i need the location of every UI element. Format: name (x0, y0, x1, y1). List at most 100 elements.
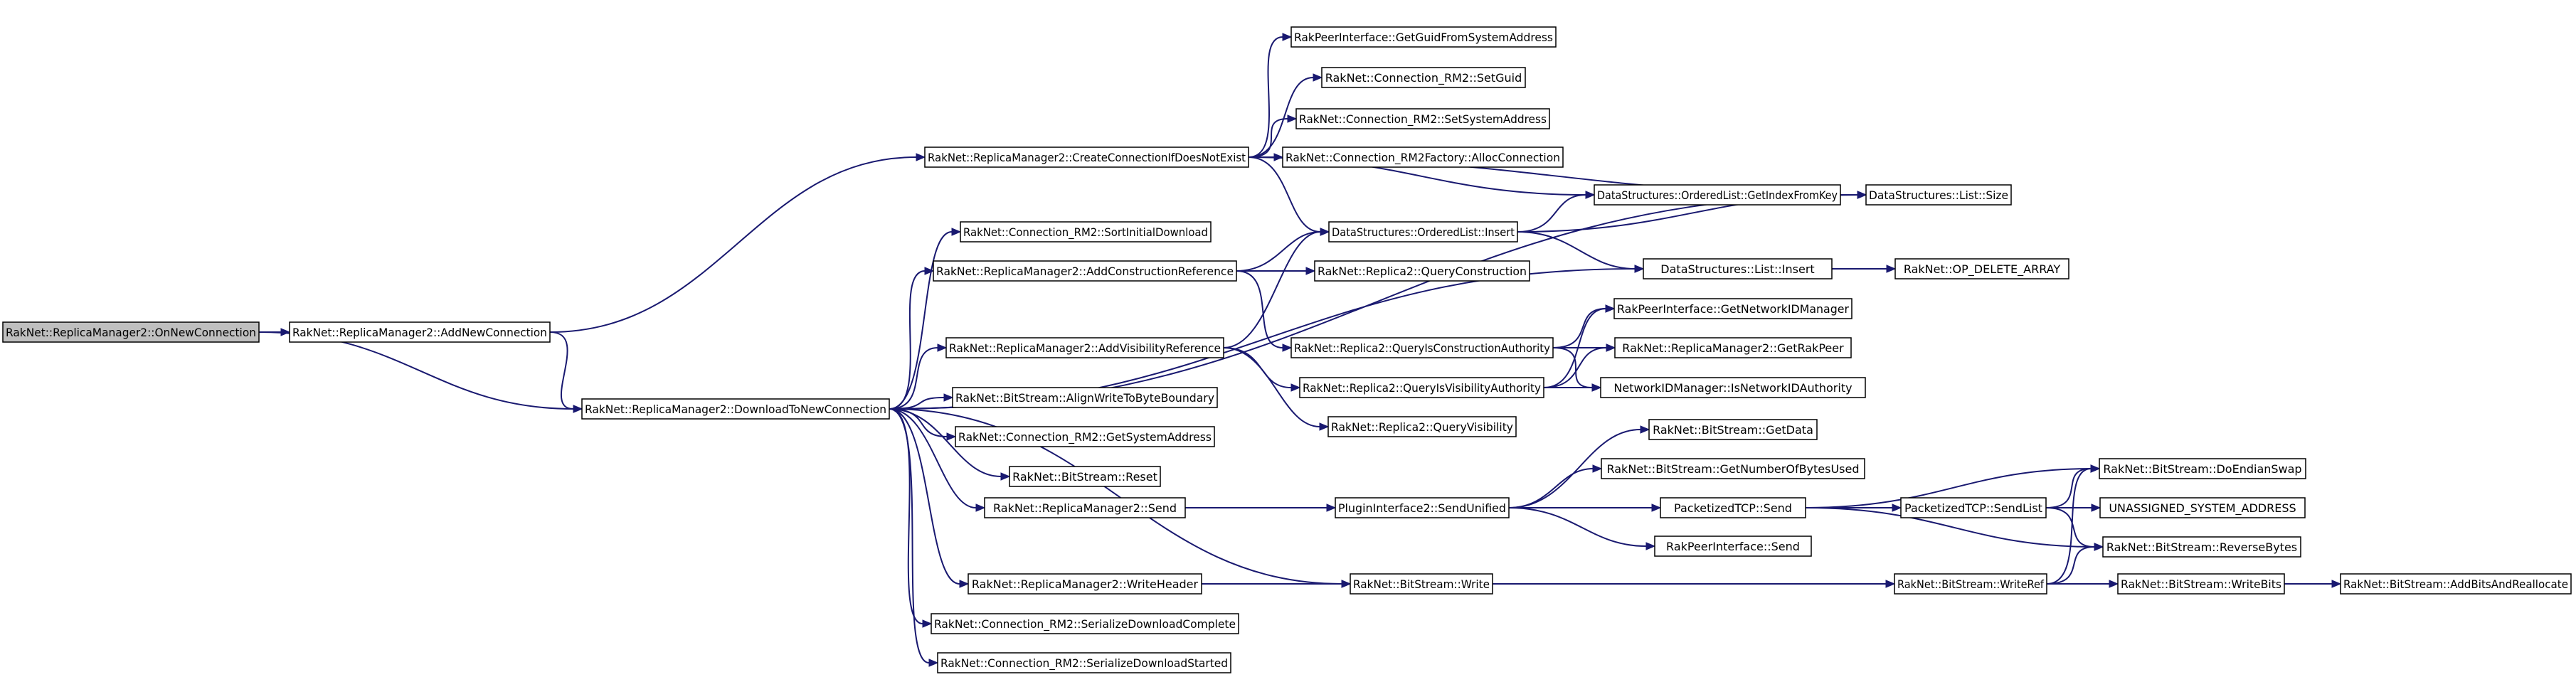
node-label: RakNet::ReplicaManager2::AddConstruction… (936, 265, 1234, 278)
node-addconstr[interactable]: RakNet::ReplicaManager2::AddConstruction… (933, 260, 1237, 282)
arrowhead (937, 343, 948, 352)
node-getnidm[interactable]: RakPeerInterface::GetNetworkIDManager (1613, 298, 1853, 319)
node-rpisend[interactable]: RakPeerInterface::Send (1654, 536, 1812, 557)
node-alloc[interactable]: RakNet::Connection_RM2Factory::AllocConn… (1282, 146, 1564, 168)
node-box (1613, 298, 1853, 319)
call-edge-create-to-setsys (1248, 118, 1288, 158)
node-getnbytes[interactable]: RakNet::BitStream::GetNumberOfBytesUsed (1601, 458, 1865, 479)
node-sortinit[interactable]: RakNet::Connection_RM2::SortInitialDownl… (960, 221, 1212, 243)
node-sdlstarted[interactable]: RakNet::Connection_RM2::SerializeDownloa… (937, 652, 1231, 673)
call-edge-dl-to-addconstr (889, 270, 926, 410)
arrowhead (1282, 343, 1293, 352)
node-label: NetworkIDManager::IsNetworkIDAuthority (1613, 381, 1852, 395)
node-setguid[interactable]: RakNet::Connection_RM2::SetGuid (1321, 67, 1526, 88)
node-sendunified[interactable]: PluginInterface2::SendUnified (1335, 497, 1510, 518)
node-olinsert[interactable]: DataStructures::OrderedList::Insert (1328, 221, 1518, 243)
node-box (1894, 258, 2069, 279)
arrowhead (951, 228, 962, 236)
node-onnew[interactable]: RakNet::ReplicaManager2::OnNewConnection (2, 321, 260, 343)
node-label: RakNet::Connection_RM2Factory::AllocConn… (1286, 151, 1560, 165)
node-rmsend[interactable]: RakNet::ReplicaManager2::Send (984, 497, 1186, 518)
node-label: RakNet::BitStream::WriteBits (2121, 577, 2281, 591)
node-getguid[interactable]: RakPeerInterface::GetGuidFromSystemAddre… (1290, 26, 1557, 48)
node-box (1614, 337, 1852, 358)
arrowhead (1640, 425, 1650, 434)
node-box (2340, 573, 2572, 595)
call-edge-sendunified-to-rpisend (1508, 507, 1647, 547)
node-bswrite[interactable]: RakNet::BitStream::Write (1350, 573, 1493, 595)
node-dl[interactable]: RakNet::ReplicaManager2::DownloadToNewCo… (581, 398, 890, 420)
node-reset[interactable]: RakNet::BitStream::Reset (1009, 466, 1161, 487)
node-label: RakNet::BitStream::Write (1353, 577, 1490, 591)
node-box (1865, 184, 2012, 206)
arrowhead (1290, 383, 1301, 392)
node-getidx[interactable]: DataStructures::OrderedList::GetIndexFro… (1594, 184, 1841, 206)
node-getdata[interactable]: RakNet::BitStream::GetData (1648, 419, 1818, 440)
node-create[interactable]: RakNet::ReplicaManager2::CreateConnectio… (924, 146, 1249, 168)
arrowhead (573, 405, 583, 413)
arrowhead (922, 619, 933, 628)
node-qvis[interactable]: RakNet::Replica2::QueryVisibility (1327, 416, 1517, 437)
node-label: RakNet::ReplicaManager2::DownloadToNewCo… (585, 403, 886, 416)
node-box (1299, 377, 1544, 398)
call-edge-olinsert-to-linsert (1517, 231, 1636, 270)
node-qiva[interactable]: RakNet::Replica2::QueryIsVisibilityAutho… (1299, 377, 1544, 398)
arrowhead (2109, 580, 2119, 588)
node-isnida[interactable]: NetworkIDManager::IsNetworkIDAuthority (1600, 377, 1866, 398)
node-align[interactable]: RakNet::BitStream::AlignWriteToByteBound… (952, 387, 1218, 408)
node-label: RakNet::ReplicaManager2::AddVisibilityRe… (949, 341, 1221, 355)
node-revbytes[interactable]: RakNet::BitStream::ReverseBytes (2102, 536, 2301, 558)
arrowhead (2094, 543, 2104, 551)
node-box (968, 573, 1202, 595)
node-label: RakNet::ReplicaManager2::WriteHeader (972, 577, 1199, 591)
arrowhead (1326, 503, 1337, 512)
node-setsys[interactable]: RakNet::Connection_RM2::SetSystemAddress (1295, 108, 1550, 129)
node-qconstr[interactable]: RakNet::Replica2::QueryConstruction (1314, 260, 1530, 282)
call-edge-addvis-to-qvis (1223, 347, 1320, 427)
node-unassigned[interactable]: UNASSIGNED_SYSTEM_ADDRESS (2099, 497, 2306, 518)
node-addbits[interactable]: RakNet::BitStream::AddBitsAndReallocate (2340, 573, 2572, 595)
arrowhead (1645, 542, 1656, 550)
node-getsysaddr[interactable]: RakNet::Connection_RM2::GetSystemAddress (955, 426, 1215, 447)
node-box (952, 387, 1218, 408)
arrowhead (1591, 383, 1602, 392)
node-label: RakNet::BitStream::AlignWriteToByteBound… (955, 391, 1214, 405)
arrowhead (1634, 265, 1645, 273)
node-label: DataStructures::List::Size (1869, 188, 2008, 202)
arrowhead (2331, 580, 2342, 588)
node-qica[interactable]: RakNet::Replica2::QueryIsConstructionAut… (1290, 337, 1554, 358)
node-endian[interactable]: RakNet::BitStream::DoEndianSwap (2099, 458, 2306, 479)
call-edge-addconstr-to-olinsert (1236, 231, 1321, 272)
node-label: RakNet::ReplicaManager2::CreateConnectio… (928, 151, 1246, 164)
node-label: RakNet::BitStream::AddBitsAndReallocate (2343, 577, 2568, 591)
node-writebits[interactable]: RakNet::BitStream::WriteBits (2117, 573, 2285, 595)
node-box (1327, 416, 1517, 437)
node-label: PacketizedTCP::Send (1674, 501, 1792, 515)
node-ptcpsend[interactable]: PacketizedTCP::Send (1660, 497, 1806, 518)
call-edge-dl-to-addvis (889, 347, 938, 410)
node-label: RakNet::ReplicaManager2::GetRakPeer (1622, 341, 1844, 355)
node-writehdr[interactable]: RakNet::ReplicaManager2::WriteHeader (968, 573, 1202, 595)
arrowhead (1000, 472, 1011, 481)
arrowhead (1886, 265, 1897, 273)
node-lsize[interactable]: DataStructures::List::Size (1865, 184, 2012, 206)
node-getrakpeer[interactable]: RakNet::ReplicaManager2::GetRakPeer (1614, 337, 1852, 358)
call-edge-writeref-to-revbytes (2046, 546, 2095, 585)
node-opdel[interactable]: RakNet::OP_DELETE_ARRAY (1894, 258, 2069, 279)
arrowhead (1605, 304, 1616, 313)
node-label: RakNet::ReplicaManager2::AddNewConnectio… (292, 326, 547, 339)
node-box (1328, 221, 1518, 243)
node-label: RakNet::BitStream::ReverseBytes (2106, 540, 2297, 554)
node-label: RakPeerInterface::Send (1666, 540, 1800, 553)
node-writeref[interactable]: RakNet::BitStream::WriteRef (1894, 573, 2047, 595)
node-box (1290, 26, 1557, 48)
node-linsert[interactable]: DataStructures::List::Insert (1643, 258, 1833, 279)
node-box (2102, 536, 2301, 558)
call-edge-olinsert-to-getidx (1517, 194, 1586, 233)
call-edge-qica-to-isnida (1552, 347, 1593, 388)
node-addvis[interactable]: RakNet::ReplicaManager2::AddVisibilityRe… (945, 337, 1224, 358)
node-sdlcomplete[interactable]: RakNet::Connection_RM2::SerializeDownloa… (931, 613, 1239, 634)
node-addnew[interactable]: RakNet::ReplicaManager2::AddNewConnectio… (289, 321, 551, 343)
node-ptcpsendlist[interactable]: PacketizedTCP::SendList (1900, 497, 2047, 518)
